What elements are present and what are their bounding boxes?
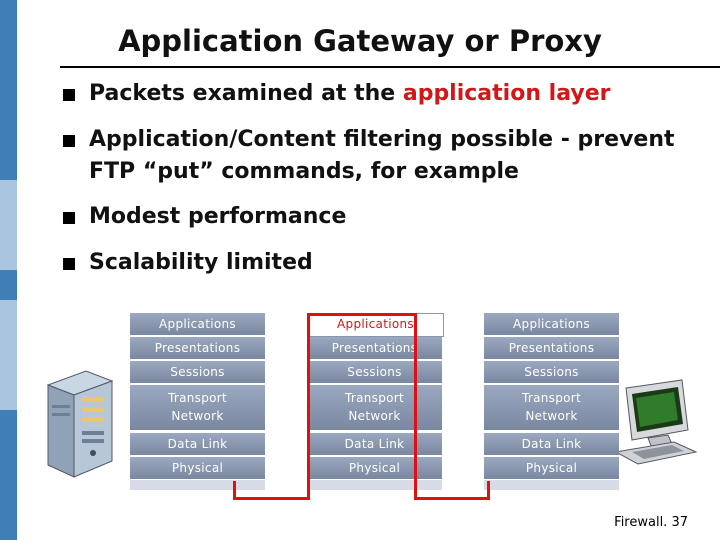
wire-gateway-right-down [414,313,417,500]
layer-applications: Applications [130,313,265,336]
wire-left-bottom [233,497,310,500]
layer-network: Network [525,409,578,423]
sidebar-segment [0,300,17,410]
bullet-1-highlight: application layer [402,81,611,106]
wire-right-bottom [414,497,490,500]
slide-title: Application Gateway or Proxy [118,24,602,58]
bullet-square-icon [63,212,75,224]
sidebar-segment [0,180,17,270]
bullet-3-text: Modest performance [89,204,347,229]
wire-gateway-left-up [307,313,310,500]
wire-gateway-top [307,313,417,316]
layer-transport: Transport [167,391,227,405]
bullet-4: Scalability limited [63,247,693,279]
layer-data-link: Data Link [130,433,265,456]
wire-right-up [487,481,490,500]
slide-footer: Firewall. 37 [614,515,688,530]
bullet-square-icon [63,135,75,147]
layer-transport: Transport [521,391,581,405]
layer-applications: Applications [484,313,619,336]
wire-left-down [233,481,236,499]
left-sidebar-bar [0,0,17,540]
layer-sessions: Sessions [130,361,265,384]
layer-applications: Applications [307,313,444,337]
bullet-2: Application/Content filtering possible -… [63,124,693,188]
layer-physical: Physical [484,457,619,480]
layer-physical: Physical [307,457,442,480]
stack-base [484,480,619,490]
bullet-square-icon [63,258,75,270]
layer-network: Network [348,409,401,423]
layer-presentations: Presentations [130,337,265,360]
bullet-3: Modest performance [63,201,693,233]
bullet-1: Packets examined at the application laye… [63,78,693,110]
desktop-computer-icon [614,379,698,465]
layer-data-link: Data Link [484,433,619,456]
layer-transport-network: Transport Network [130,385,265,431]
bullet-4-text: Scalability limited [89,250,313,275]
bullet-1-text: Packets examined at the [89,81,403,106]
stack-base [130,480,265,490]
layer-presentations: Presentations [484,337,619,360]
layer-sessions: Sessions [307,361,442,384]
layer-presentations: Presentations [307,337,442,360]
bullet-2-text: Application/Content filtering possible -… [89,127,675,184]
layer-sessions: Sessions [484,361,619,384]
layer-data-link: Data Link [307,433,442,456]
layer-network: Network [171,409,224,423]
layer-transport: Transport [344,391,404,405]
bullet-square-icon [63,89,75,101]
title-underline [60,66,720,68]
stack-base [307,480,442,490]
layer-transport-network: Transport Network [484,385,619,431]
server-tower-icon [46,370,114,478]
layer-transport-network: Transport Network [307,385,442,431]
layer-physical: Physical [130,457,265,480]
